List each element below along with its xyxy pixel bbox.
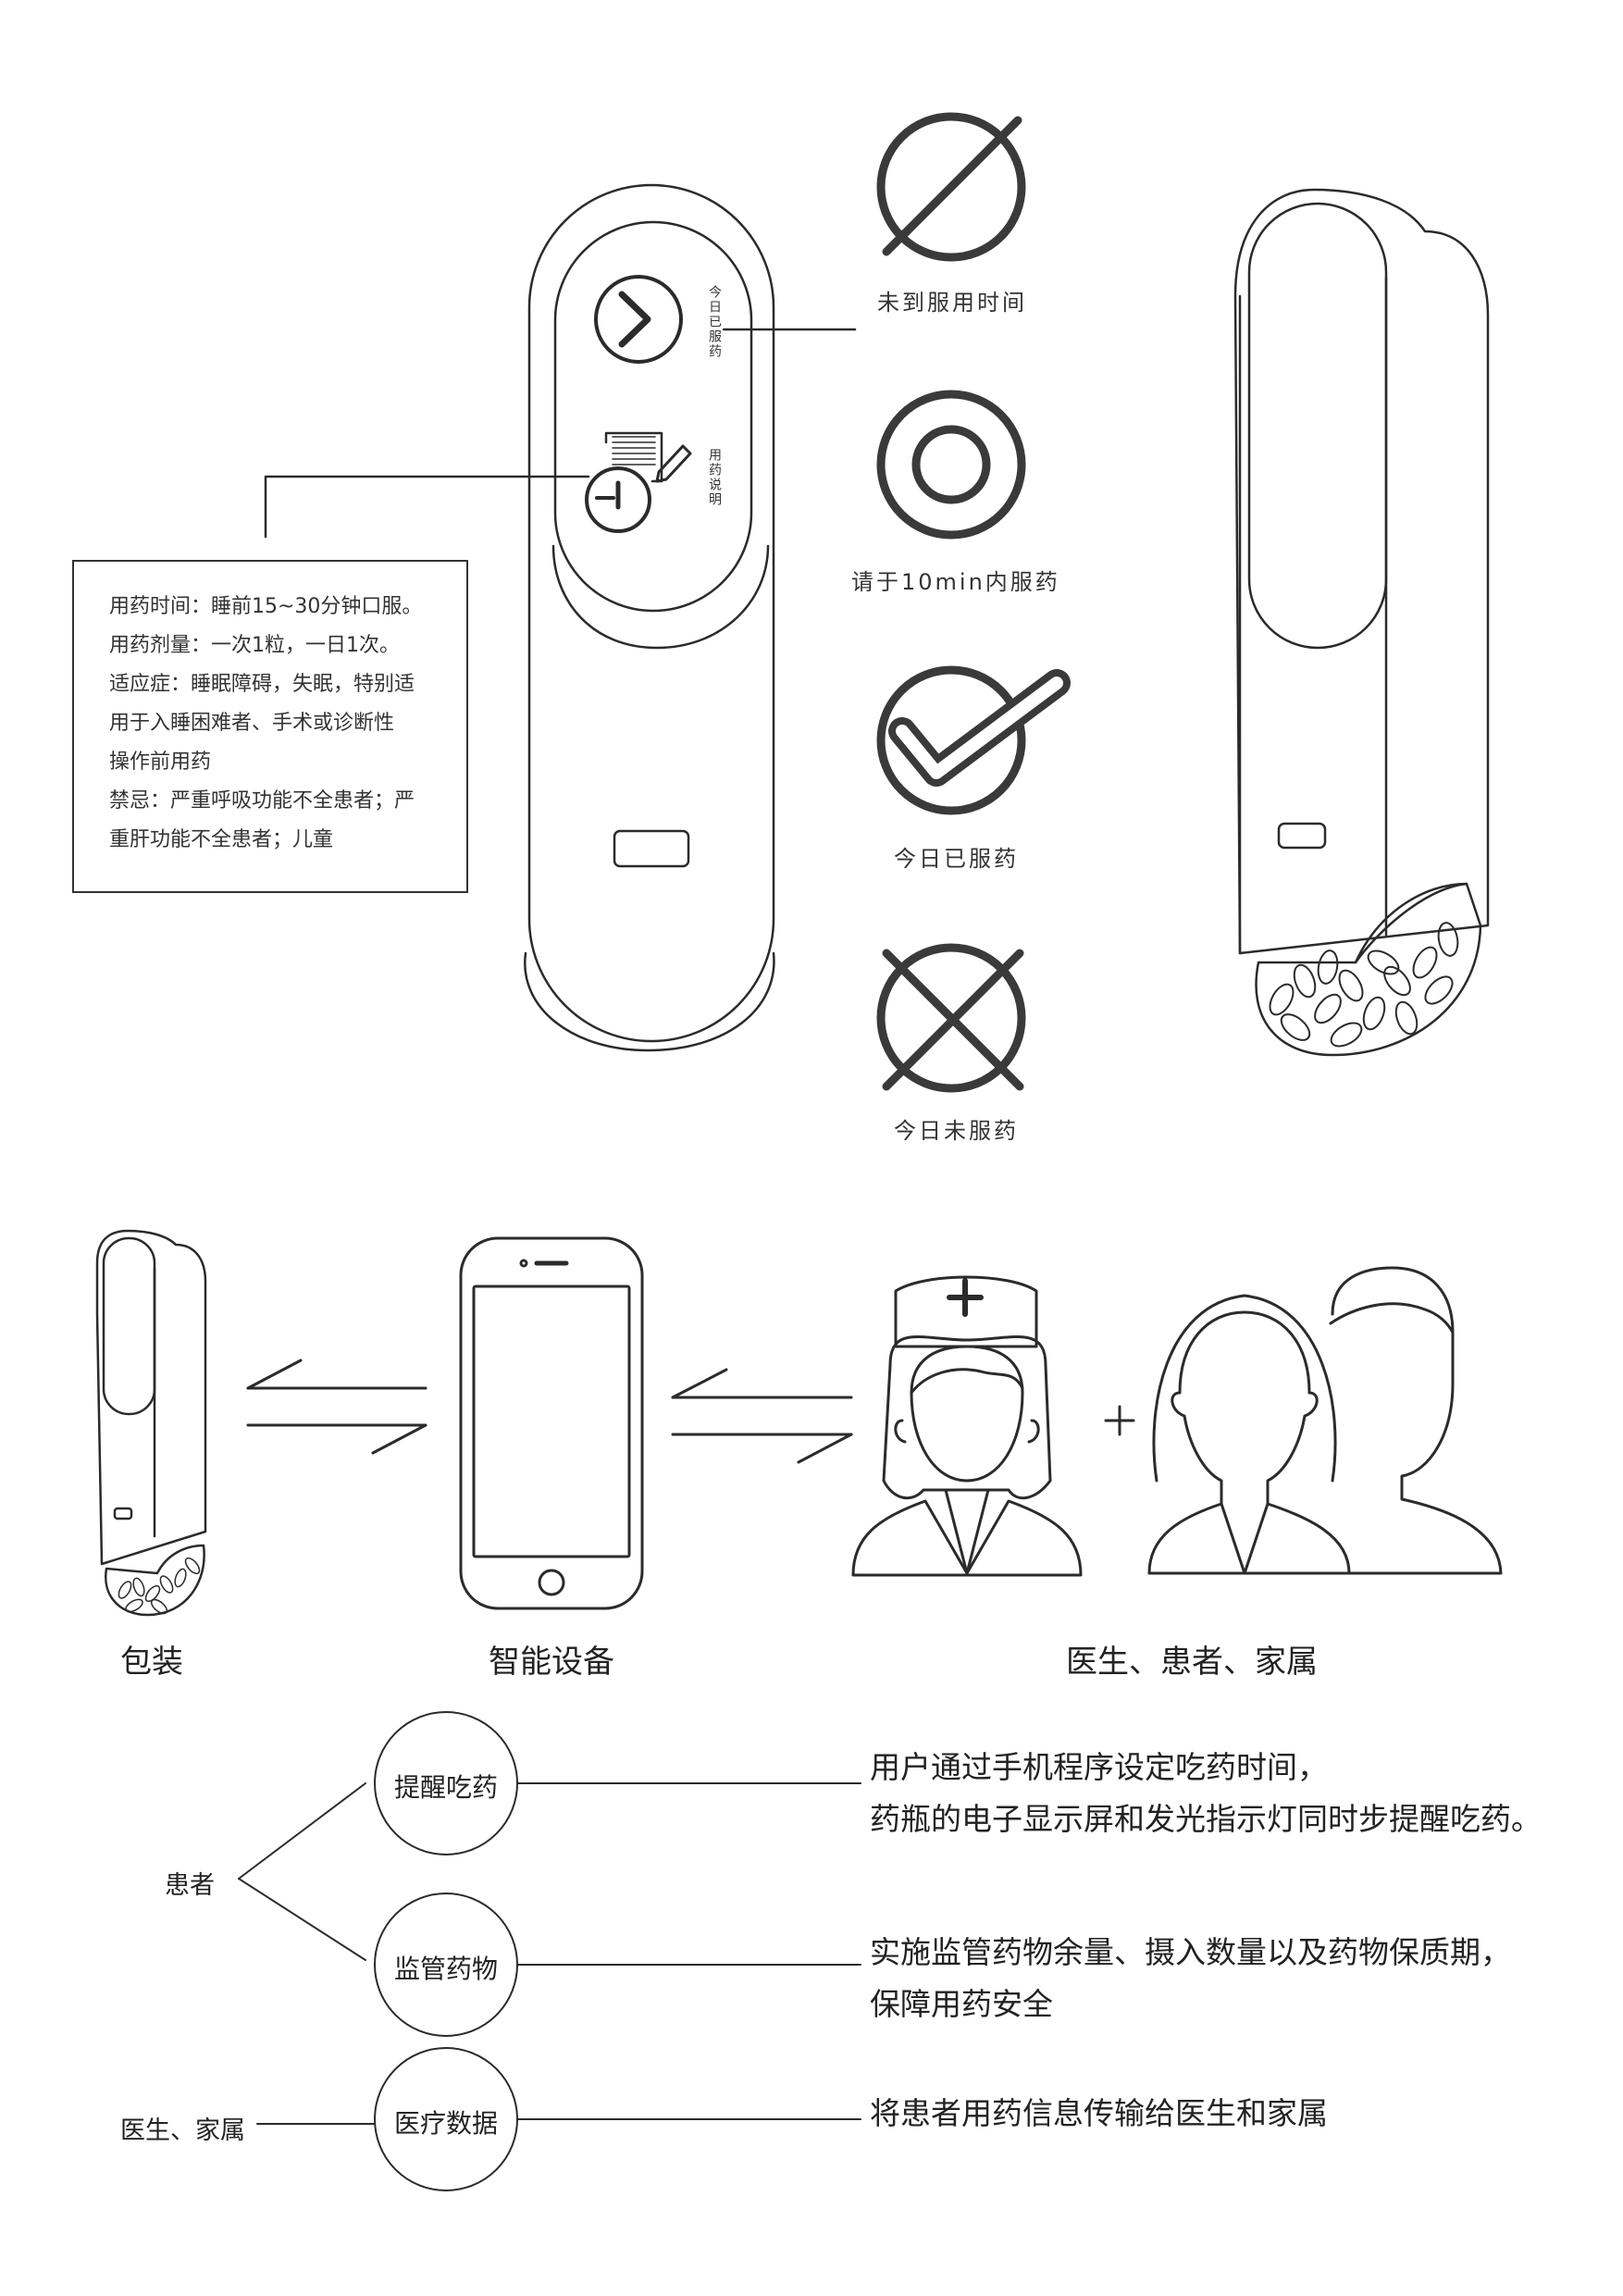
callout-line-instructions bbox=[264, 475, 590, 539]
instructions-line: 用于入睡困难者、手术或诊断性 bbox=[109, 712, 395, 735]
status-label-not-taken-today: 今日未服药 bbox=[894, 1118, 1019, 1144]
desc-line: 保障用药安全 bbox=[870, 1986, 1053, 2022]
instructions-line: 重肝功能不全患者；儿童 bbox=[109, 828, 334, 851]
status-label-take-within: 请于10min内服药 bbox=[851, 569, 1060, 595]
function-remind-label: 提醒吃药 bbox=[393, 1772, 498, 1803]
doctor-family-label: 医生、家属 bbox=[120, 2116, 245, 2145]
family-avatar-icon bbox=[1147, 1266, 1503, 1575]
function-tree bbox=[238, 1711, 861, 2191]
device-angled-view bbox=[1233, 188, 1490, 1057]
desc-line: 实施监管药物余量、摄入数量以及药物保质期， bbox=[870, 1934, 1511, 1970]
instructions-box: 用药时间：睡前15~30分钟口服。 用药剂量：一次1粒，一日1次。 适应症：睡眠… bbox=[72, 560, 468, 893]
instructions-line: 用药剂量：一次1粒，一日1次。 bbox=[109, 634, 400, 657]
patient-label: 患者 bbox=[165, 1871, 215, 1900]
screen-label-instructions: 用药说明 bbox=[707, 448, 722, 507]
exchange-arrows-icon bbox=[671, 1368, 853, 1464]
document-pen-icon bbox=[585, 431, 692, 533]
ring-icon bbox=[876, 390, 1026, 540]
function-medical-data-desc: 将患者用药信息传输给医生和家属 bbox=[870, 2088, 1328, 2140]
desc-line: 用户通过手机程序设定吃药时间， bbox=[870, 1749, 1328, 1785]
instructions-line: 用药时间：睡前15~30分钟口服。 bbox=[109, 595, 423, 618]
package-bottle-icon bbox=[95, 1229, 207, 1617]
status-label-not-time: 未到服用时间 bbox=[877, 290, 1027, 316]
doctor-avatar-icon bbox=[851, 1275, 1083, 1577]
status-label-taken-today: 今日已服药 bbox=[894, 846, 1019, 872]
desc-line: 药瓶的电子显示屏和发光指示灯同时步提醒吃药。 bbox=[870, 1801, 1542, 1837]
instructions-line: 适应症：睡眠障碍，失眠，特别适 bbox=[109, 673, 415, 696]
device-front-view bbox=[524, 183, 775, 1052]
function-remind-desc: 用户通过手机程序设定吃药时间， 药瓶的电子显示屏和发光指示灯同时步提醒吃药。 bbox=[870, 1742, 1542, 1845]
plus-icon bbox=[1104, 1405, 1135, 1436]
indicator-light bbox=[613, 829, 690, 868]
smart-device-label: 智能设备 bbox=[489, 1644, 614, 1681]
play-circle-icon bbox=[594, 275, 683, 364]
function-medical-data-label: 医疗数据 bbox=[393, 2108, 498, 2139]
function-supervise-desc: 实施监管药物余量、摄入数量以及药物保质期， 保障用药安全 bbox=[870, 1927, 1511, 2030]
people-label: 医生、患者、家属 bbox=[1066, 1644, 1318, 1681]
smartphone-icon bbox=[459, 1236, 644, 1610]
packaging-label: 包装 bbox=[120, 1644, 183, 1681]
function-supervise-label: 监管药物 bbox=[393, 1954, 498, 1984]
cross-circle-icon bbox=[876, 943, 1026, 1093]
desc-line: 将患者用药信息传输给医生和家属 bbox=[870, 2095, 1328, 2131]
slash-circle-icon bbox=[876, 112, 1026, 262]
exchange-arrows-icon bbox=[246, 1359, 427, 1455]
instructions-line: 操作前用药 bbox=[109, 751, 212, 774]
instructions-line: 禁忌：严重呼吸功能不全患者；严 bbox=[109, 789, 415, 813]
screen-label-today-taken: 今日已服药 bbox=[707, 285, 722, 359]
indicator-light bbox=[1277, 822, 1327, 850]
check-circle-icon bbox=[876, 665, 1071, 815]
